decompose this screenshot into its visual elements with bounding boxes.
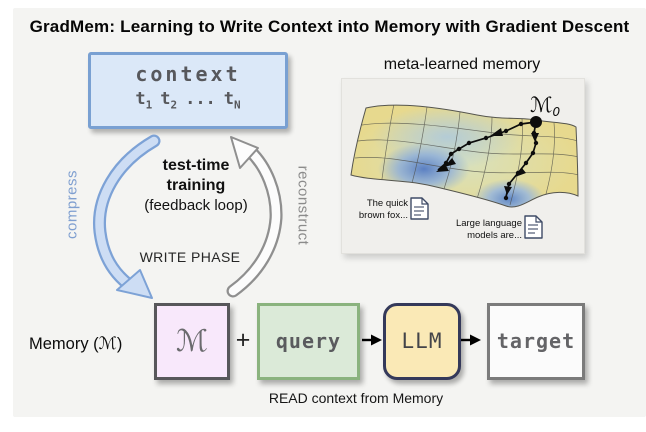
document1: The quick brown fox...: [359, 197, 429, 221]
compress-label: compress: [63, 169, 81, 240]
feedback-loop-line: (feedback loop): [144, 197, 248, 214]
plus-sign: +: [235, 326, 251, 354]
document1-line2: brown fox...: [359, 210, 408, 221]
loop-center-text: test-time training (feedback loop): [96, 156, 296, 216]
context-box: context t1 t2... tN: [88, 52, 288, 129]
document2: Large language models are...: [456, 215, 543, 241]
token-t2: t2: [160, 89, 178, 112]
loss-surface: [351, 105, 578, 208]
document2-icon: [524, 215, 543, 239]
m0-label: ℳ0: [530, 93, 560, 119]
document2-line1: Large language: [456, 218, 522, 229]
m0-point: [530, 116, 542, 128]
context-label: context: [135, 62, 241, 86]
read-caption: READ context from Memory: [268, 390, 444, 406]
target-box: target: [487, 303, 585, 380]
figure-title: GradMem: Learning to Write Context into …: [29, 17, 630, 36]
meta-learned-memory-panel: ℳ0 The quick brown fox... Large language…: [341, 78, 585, 254]
document1-icon: [410, 197, 429, 220]
document2-line2: models are...: [467, 230, 522, 241]
gradient-descent-path-left: [436, 121, 537, 172]
test-time-line: test-time: [162, 157, 230, 174]
memory-label: Memory (ℳ): [29, 334, 123, 354]
token-t1: t1: [135, 89, 153, 112]
memory-symbol: ℳ: [98, 334, 117, 354]
token-ellipsis: ...: [185, 89, 216, 109]
training-line: training: [166, 177, 226, 194]
surface-outline: [350, 104, 579, 208]
query-box: query: [257, 303, 360, 380]
loss-landscape-plot: ℳ0 The quick brown fox... Large language…: [350, 93, 579, 241]
meta-panel-title: meta-learned memory: [383, 56, 541, 73]
reconstruct-label: reconstruct: [294, 165, 312, 246]
context-tokens: t1 t2... tN: [91, 89, 285, 111]
token-tN: tN: [223, 89, 241, 112]
gradient-descent-path-right: [503, 121, 539, 201]
document1-line1: The quick: [367, 198, 408, 209]
write-phase-label: WRITE PHASE: [139, 249, 241, 265]
memory-box: ℳ: [154, 303, 230, 380]
llm-box: LLM: [383, 303, 461, 380]
